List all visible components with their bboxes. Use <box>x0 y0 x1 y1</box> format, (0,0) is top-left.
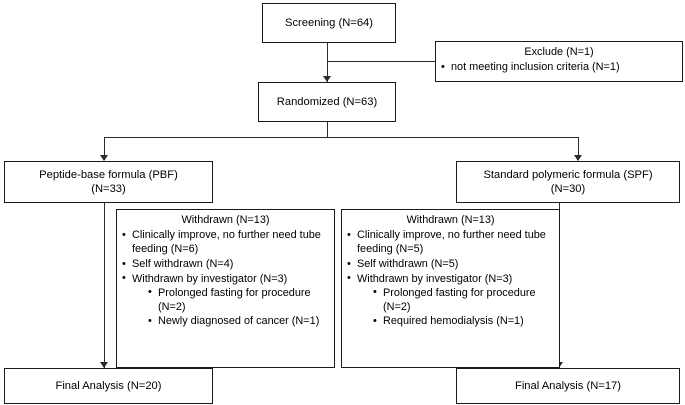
connector-split-right-down <box>578 137 580 160</box>
randomized-label: Randomized (N=63) <box>276 95 378 108</box>
connector-randomized-down <box>327 122 329 138</box>
node-exclude: Exclude (N=1) not meeting inclusion crit… <box>435 41 683 82</box>
withdrawn-pbf-reason-3: Withdrawn by investigator (N=3) <box>132 272 288 285</box>
node-withdrawn-pbf: Withdrawn (N=13) Clinically improve, no … <box>116 209 335 368</box>
arrow-into-randomized <box>323 76 331 82</box>
withdrawn-spf-list: Clinically improve, no further need tube… <box>346 228 555 329</box>
arm-spf-count: (N=30) <box>550 183 586 195</box>
node-withdrawn-spf: Withdrawn (N=13) Clinically improve, no … <box>341 209 560 368</box>
withdrawn-spf-sublist: Prolonged fasting for procedure (N=2) Re… <box>357 285 555 329</box>
connector-screening-down <box>327 43 329 82</box>
connector-pbf-to-final <box>104 203 106 368</box>
connector-randomization-split <box>104 137 579 139</box>
withdrawn-spf-subreason-1: Prolonged fasting for procedure (N=2) <box>383 286 536 314</box>
list-item: Prolonged fasting for procedure (N=2) <box>147 285 330 314</box>
withdrawn-pbf-subreason-2: Newly diagnosed of cancer (N=1) <box>158 315 320 328</box>
withdrawn-pbf-subreason-1: Prolonged fasting for procedure (N=2) <box>158 286 311 314</box>
exclude-reason-text: not meeting inclusion criteria (N=1) <box>451 61 620 74</box>
arrow-into-spf-arm <box>574 155 582 161</box>
exclude-title: Exclude (N=1) <box>524 46 594 58</box>
final-pbf-label: Final Analysis (N=20) <box>55 379 162 392</box>
withdrawn-pbf-reason-1: Clinically improve, no further need tube… <box>132 229 321 256</box>
withdrawn-pbf-title: Withdrawn (N=13) <box>181 214 270 226</box>
exclude-reason-list: not meeting inclusion criteria (N=1) <box>440 60 678 74</box>
withdrawn-spf-subreason-2: Required hemodialysis (N=1) <box>383 315 524 328</box>
arm-pbf-name: Peptide-base formula (PBF) <box>39 168 178 181</box>
withdrawn-pbf-sublist: Prolonged fasting for procedure (N=2) Ne… <box>132 285 330 329</box>
list-item: Newly diagnosed of cancer (N=1) <box>147 314 330 328</box>
list-item: Withdrawn by investigator (N=3) Prolonge… <box>346 271 555 329</box>
final-spf-label: Final Analysis (N=17) <box>514 379 621 392</box>
withdrawn-pbf-reason-2: Self withdrawn (N=4) <box>132 258 234 271</box>
connector-split-left-down <box>104 137 106 160</box>
connector-screening-to-exclude <box>327 61 435 63</box>
withdrawn-spf-reason-3: Withdrawn by investigator (N=3) <box>357 272 513 285</box>
withdrawn-spf-title: Withdrawn (N=13) <box>406 214 495 226</box>
list-item: not meeting inclusion criteria (N=1) <box>440 60 678 74</box>
list-item: Self withdrawn (N=5) <box>346 257 555 271</box>
list-item: Required hemodialysis (N=1) <box>372 314 555 328</box>
list-item: Clinically improve, no further need tube… <box>346 228 555 256</box>
node-arm-pbf: Peptide-base formula (PBF) (N=33) <box>4 161 213 203</box>
arrow-into-final-pbf <box>100 362 108 368</box>
node-final-analysis-spf: Final Analysis (N=17) <box>456 368 680 404</box>
withdrawn-pbf-list: Clinically improve, no further need tube… <box>121 228 330 329</box>
arm-pbf-count: (N=33) <box>91 183 126 195</box>
withdrawn-spf-reason-1: Clinically improve, no further need tube… <box>357 229 546 256</box>
list-item: Withdrawn by investigator (N=3) Prolonge… <box>121 271 330 329</box>
withdrawn-spf-reason-2: Self withdrawn (N=5) <box>357 258 459 271</box>
screening-label: Screening (N=64) <box>285 16 373 29</box>
list-item: Clinically improve, no further need tube… <box>121 228 330 256</box>
node-randomized: Randomized (N=63) <box>258 82 396 122</box>
node-screening: Screening (N=64) <box>262 3 396 43</box>
node-arm-spf: Standard polymeric formula (SPF) (N=30) <box>456 161 680 203</box>
node-final-analysis-pbf: Final Analysis (N=20) <box>4 368 213 404</box>
list-item: Self withdrawn (N=4) <box>121 257 330 271</box>
list-item: Prolonged fasting for procedure (N=2) <box>372 285 555 314</box>
arrow-into-pbf-arm <box>100 155 108 161</box>
arm-spf-name: Standard polymeric formula (SPF) <box>483 168 653 181</box>
